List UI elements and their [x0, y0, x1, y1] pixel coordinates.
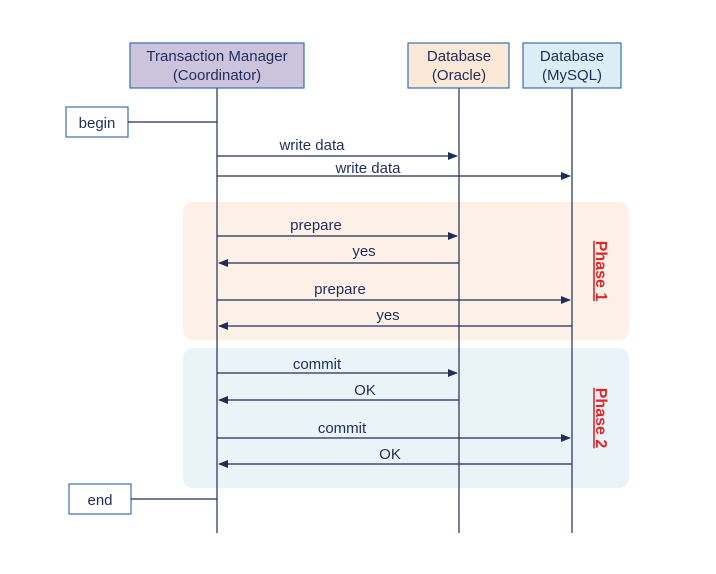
- participant-mysql: Database (MySQL): [522, 42, 622, 89]
- message-label: OK: [354, 382, 376, 399]
- message-label: prepare: [290, 217, 342, 234]
- message-write-data-mysql: write data: [217, 160, 571, 180]
- participant-mysql-subtitle: (MySQL): [542, 67, 602, 84]
- message-prepare-oracle: prepare: [217, 217, 458, 240]
- message-label: commit: [318, 420, 367, 437]
- message-yes-mysql: yes: [218, 307, 572, 330]
- participant-mysql-title: Database: [540, 48, 604, 65]
- message-label: OK: [379, 446, 401, 463]
- begin-label: begin: [79, 115, 116, 132]
- participant-oracle-title: Database: [427, 48, 491, 65]
- phase-1-region: [183, 202, 629, 340]
- participant-tm-subtitle: (Coordinator): [173, 67, 261, 84]
- message-label: yes: [376, 307, 399, 324]
- end-box: end: [68, 483, 217, 515]
- message-commit-oracle: commit: [217, 356, 458, 377]
- phase-1-label: Phase 1: [592, 241, 609, 302]
- message-label: yes: [352, 243, 375, 260]
- message-label: write data: [278, 137, 345, 154]
- message-commit-mysql: commit: [217, 420, 571, 442]
- participant-transaction-manager: Transaction Manager (Coordinator): [129, 42, 305, 89]
- participant-tm-title: Transaction Manager: [146, 48, 287, 65]
- begin-box: begin: [65, 106, 217, 138]
- message-yes-oracle: yes: [218, 243, 459, 267]
- message-ok-oracle: OK: [218, 382, 459, 404]
- message-label: commit: [293, 356, 342, 373]
- end-label: end: [87, 492, 112, 509]
- message-write-data-oracle: write data: [217, 137, 458, 160]
- phase-2-region: [183, 348, 629, 488]
- message-label: write data: [334, 160, 401, 177]
- participant-oracle: Database (Oracle): [407, 42, 510, 89]
- message-prepare-mysql: prepare: [217, 281, 571, 304]
- message-ok-mysql: OK: [218, 446, 572, 468]
- phase-2-label: Phase 2: [592, 388, 609, 449]
- message-label: prepare: [314, 281, 366, 298]
- participant-oracle-subtitle: (Oracle): [432, 67, 486, 84]
